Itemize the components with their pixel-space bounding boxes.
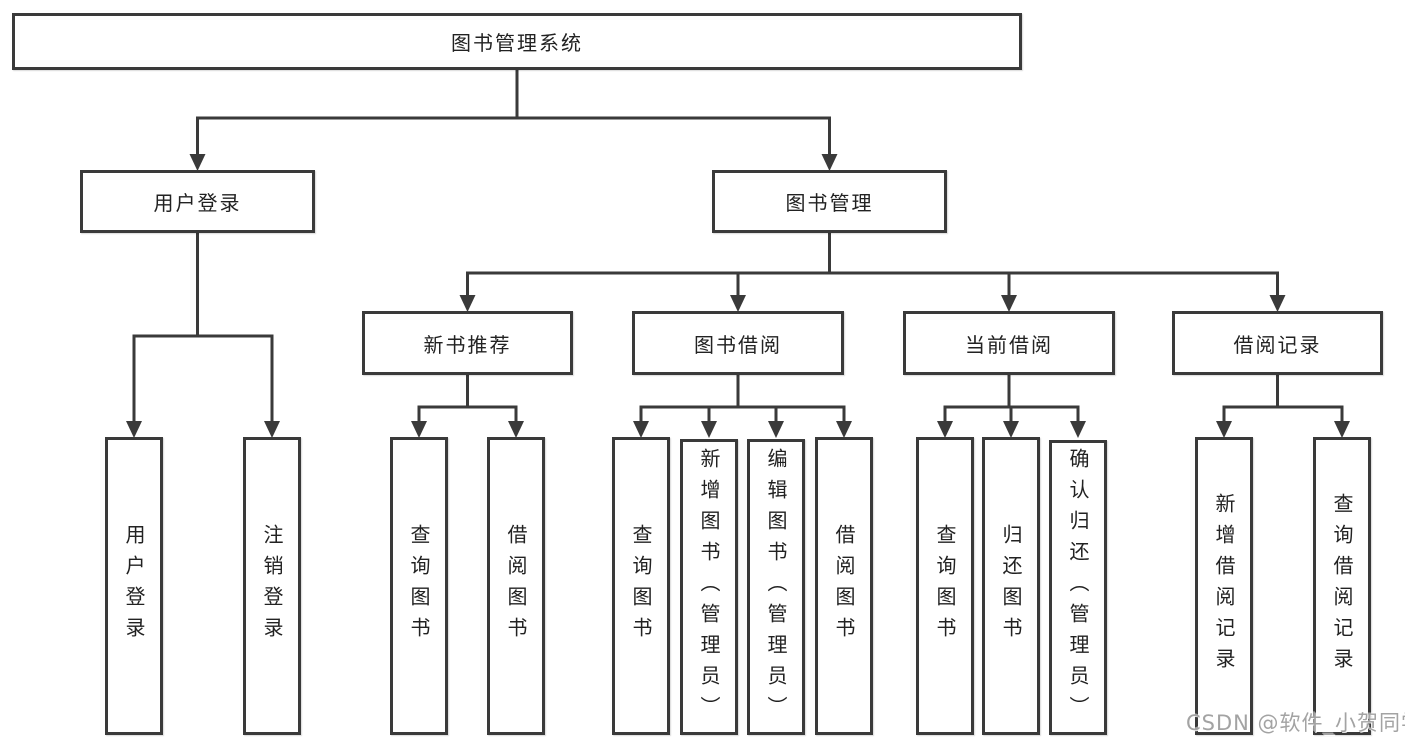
leaf-borrow-borrow-books-label: 借阅图书 bbox=[832, 524, 856, 648]
leaf-current-query-books: 查询图书 bbox=[916, 437, 974, 735]
connector-current-to-leaves bbox=[937, 373, 1086, 438]
leaf-current-query-books-label: 查询图书 bbox=[933, 524, 957, 648]
node-current-borrow: 当前借阅 bbox=[903, 311, 1115, 375]
arrowhead bbox=[1334, 421, 1350, 438]
arrowhead bbox=[1070, 421, 1086, 438]
leaf-current-return-books: 归还图书 bbox=[982, 437, 1040, 735]
arrowhead bbox=[126, 421, 142, 438]
leaf-recommend-query-books: 查询图书 bbox=[390, 437, 448, 735]
arrowhead bbox=[633, 421, 649, 438]
node-user-login: 用户登录 bbox=[80, 170, 315, 233]
arrowhead bbox=[189, 154, 206, 171]
connector-user-login-to-leaves bbox=[126, 231, 280, 438]
connector-borrow-to-leaves bbox=[633, 373, 852, 438]
leaf-borrow-edit-books-admin-label: 编辑图书（管理员） bbox=[764, 447, 788, 727]
node-root-label: 图书管理系统 bbox=[451, 31, 583, 55]
leaf-records-query-record: 查询借阅记录 bbox=[1313, 437, 1371, 735]
leaf-borrow-borrow-books: 借阅图书 bbox=[815, 437, 873, 735]
arrowhead bbox=[508, 421, 524, 438]
leaf-recommend-query-books-label: 查询图书 bbox=[407, 524, 431, 648]
arrowhead bbox=[701, 421, 717, 438]
leaf-records-add-record: 新增借阅记录 bbox=[1195, 437, 1253, 735]
node-new-book-recommend: 新书推荐 bbox=[362, 311, 573, 375]
leaf-logout: 注销登录 bbox=[243, 437, 301, 735]
arrowhead bbox=[411, 421, 427, 438]
arrowhead bbox=[1003, 421, 1019, 438]
node-current-borrow-label: 当前借阅 bbox=[965, 332, 1053, 357]
leaf-logout-label: 注销登录 bbox=[260, 524, 284, 648]
arrowhead bbox=[1001, 295, 1017, 312]
csdn-watermark: CSDN @软件_小贺同学 bbox=[1186, 711, 1405, 735]
node-new-book-recommend-label: 新书推荐 bbox=[423, 332, 512, 357]
leaf-recommend-borrow-books: 借阅图书 bbox=[487, 437, 545, 735]
arrowhead bbox=[836, 421, 852, 438]
leaf-borrow-add-books-admin: 新增图书（管理员） bbox=[680, 439, 738, 735]
leaf-recommend-borrow-books-label: 借阅图书 bbox=[504, 524, 528, 648]
connector-records-to-leaves bbox=[1216, 373, 1350, 438]
leaf-borrow-query-books: 查询图书 bbox=[612, 437, 670, 735]
leaf-current-confirm-return-admin: 确认归还（管理员） bbox=[1049, 440, 1107, 735]
node-root: 图书管理系统 bbox=[12, 13, 1022, 70]
leaf-user-login-label: 用户登录 bbox=[122, 524, 146, 648]
arrowhead bbox=[730, 295, 746, 312]
arrowhead bbox=[821, 154, 838, 171]
node-borrow-records: 借阅记录 bbox=[1172, 311, 1383, 375]
arrowhead bbox=[1216, 421, 1232, 438]
node-book-borrow: 图书借阅 bbox=[632, 311, 844, 375]
connector-recommend-to-leaves bbox=[411, 373, 524, 438]
arrowhead bbox=[937, 421, 953, 438]
leaf-borrow-add-books-admin-label: 新增图书（管理员） bbox=[697, 447, 721, 727]
arrowhead bbox=[1269, 295, 1286, 312]
arrowhead bbox=[459, 295, 476, 312]
arrowhead bbox=[768, 421, 784, 438]
leaf-records-query-record-label: 查询借阅记录 bbox=[1330, 493, 1354, 679]
node-book-borrow-label: 图书借阅 bbox=[694, 332, 782, 357]
leaf-borrow-query-books-label: 查询图书 bbox=[629, 524, 653, 648]
connector-book-management-to-level3 bbox=[459, 231, 1286, 312]
node-user-login-label: 用户登录 bbox=[153, 191, 242, 215]
leaf-current-confirm-return-admin-label: 确认归还（管理员） bbox=[1066, 448, 1090, 727]
leaf-borrow-edit-books-admin: 编辑图书（管理员） bbox=[747, 439, 805, 735]
leaf-user-login: 用户登录 bbox=[105, 437, 163, 735]
node-book-management: 图书管理 bbox=[712, 170, 947, 233]
arrowhead bbox=[264, 421, 280, 438]
leaf-records-add-record-label: 新增借阅记录 bbox=[1212, 493, 1236, 679]
node-borrow-records-label: 借阅记录 bbox=[1233, 332, 1322, 357]
connector-root-to-level2 bbox=[189, 68, 838, 171]
leaf-current-return-books-label: 归还图书 bbox=[999, 524, 1023, 648]
node-book-management-label: 图书管理 bbox=[785, 191, 874, 215]
